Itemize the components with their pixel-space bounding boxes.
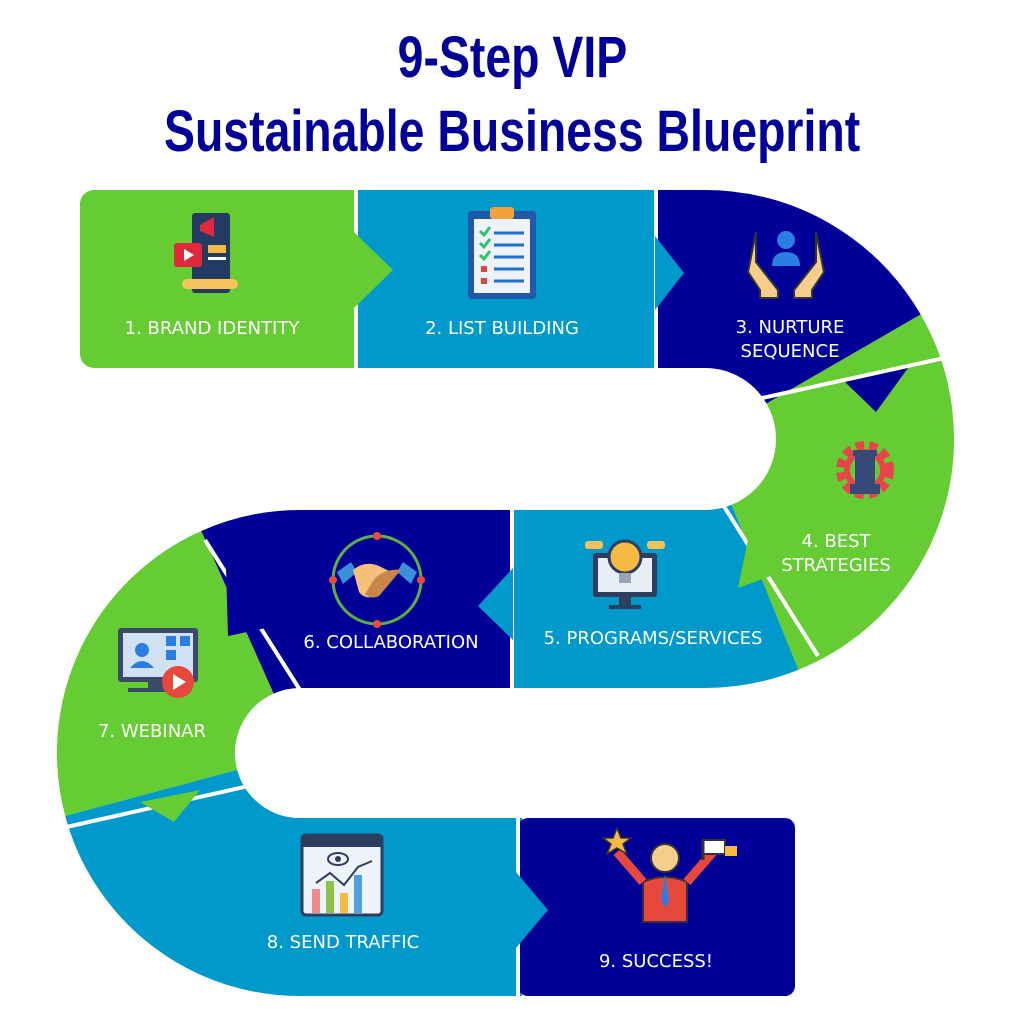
step-4-label-line-1: 4. BEST bbox=[801, 531, 871, 552]
step-8-label: 8. SEND TRAFFIC bbox=[267, 932, 419, 953]
step-3-segment bbox=[655, 190, 921, 406]
monitor-lightbulb-icon bbox=[585, 539, 665, 609]
step-3-label-line-1: 3. NURTURE bbox=[736, 317, 845, 338]
hands-person-icon bbox=[746, 231, 826, 299]
step-5-label: 5. PROGRAMS/SERVICES bbox=[544, 628, 763, 649]
step-9-label: 9. SUCCESS! bbox=[599, 951, 713, 972]
title-line-2: Sustainable Business Blueprint bbox=[163, 99, 861, 164]
step-6-segment bbox=[201, 510, 512, 695]
pointer-arrows bbox=[140, 232, 908, 948]
title-line-1: 9-Step VIP bbox=[397, 25, 627, 90]
step-5-segment bbox=[510, 503, 799, 688]
step-1-label: 1. BRAND IDENTITY bbox=[125, 318, 301, 339]
clipboard-checklist-icon bbox=[468, 207, 536, 299]
step-4-label-line-2: STRATEGIES bbox=[781, 555, 891, 576]
step-7-label: 7. WEBINAR bbox=[98, 721, 206, 742]
handshake-icon bbox=[329, 532, 425, 628]
brand-identity-icon bbox=[174, 213, 238, 293]
video-conference-icon bbox=[118, 628, 198, 698]
success-person-icon bbox=[600, 825, 737, 923]
step-2-label: 2. LIST BUILDING bbox=[425, 318, 579, 339]
gear-chess-rook-icon bbox=[836, 441, 894, 499]
step-3-label-line-2: SEQUENCE bbox=[741, 341, 840, 362]
step-8-segment bbox=[65, 767, 522, 996]
step-6-label: 6. COLLABORATION bbox=[303, 632, 478, 653]
analytics-chart-icon bbox=[300, 833, 384, 917]
